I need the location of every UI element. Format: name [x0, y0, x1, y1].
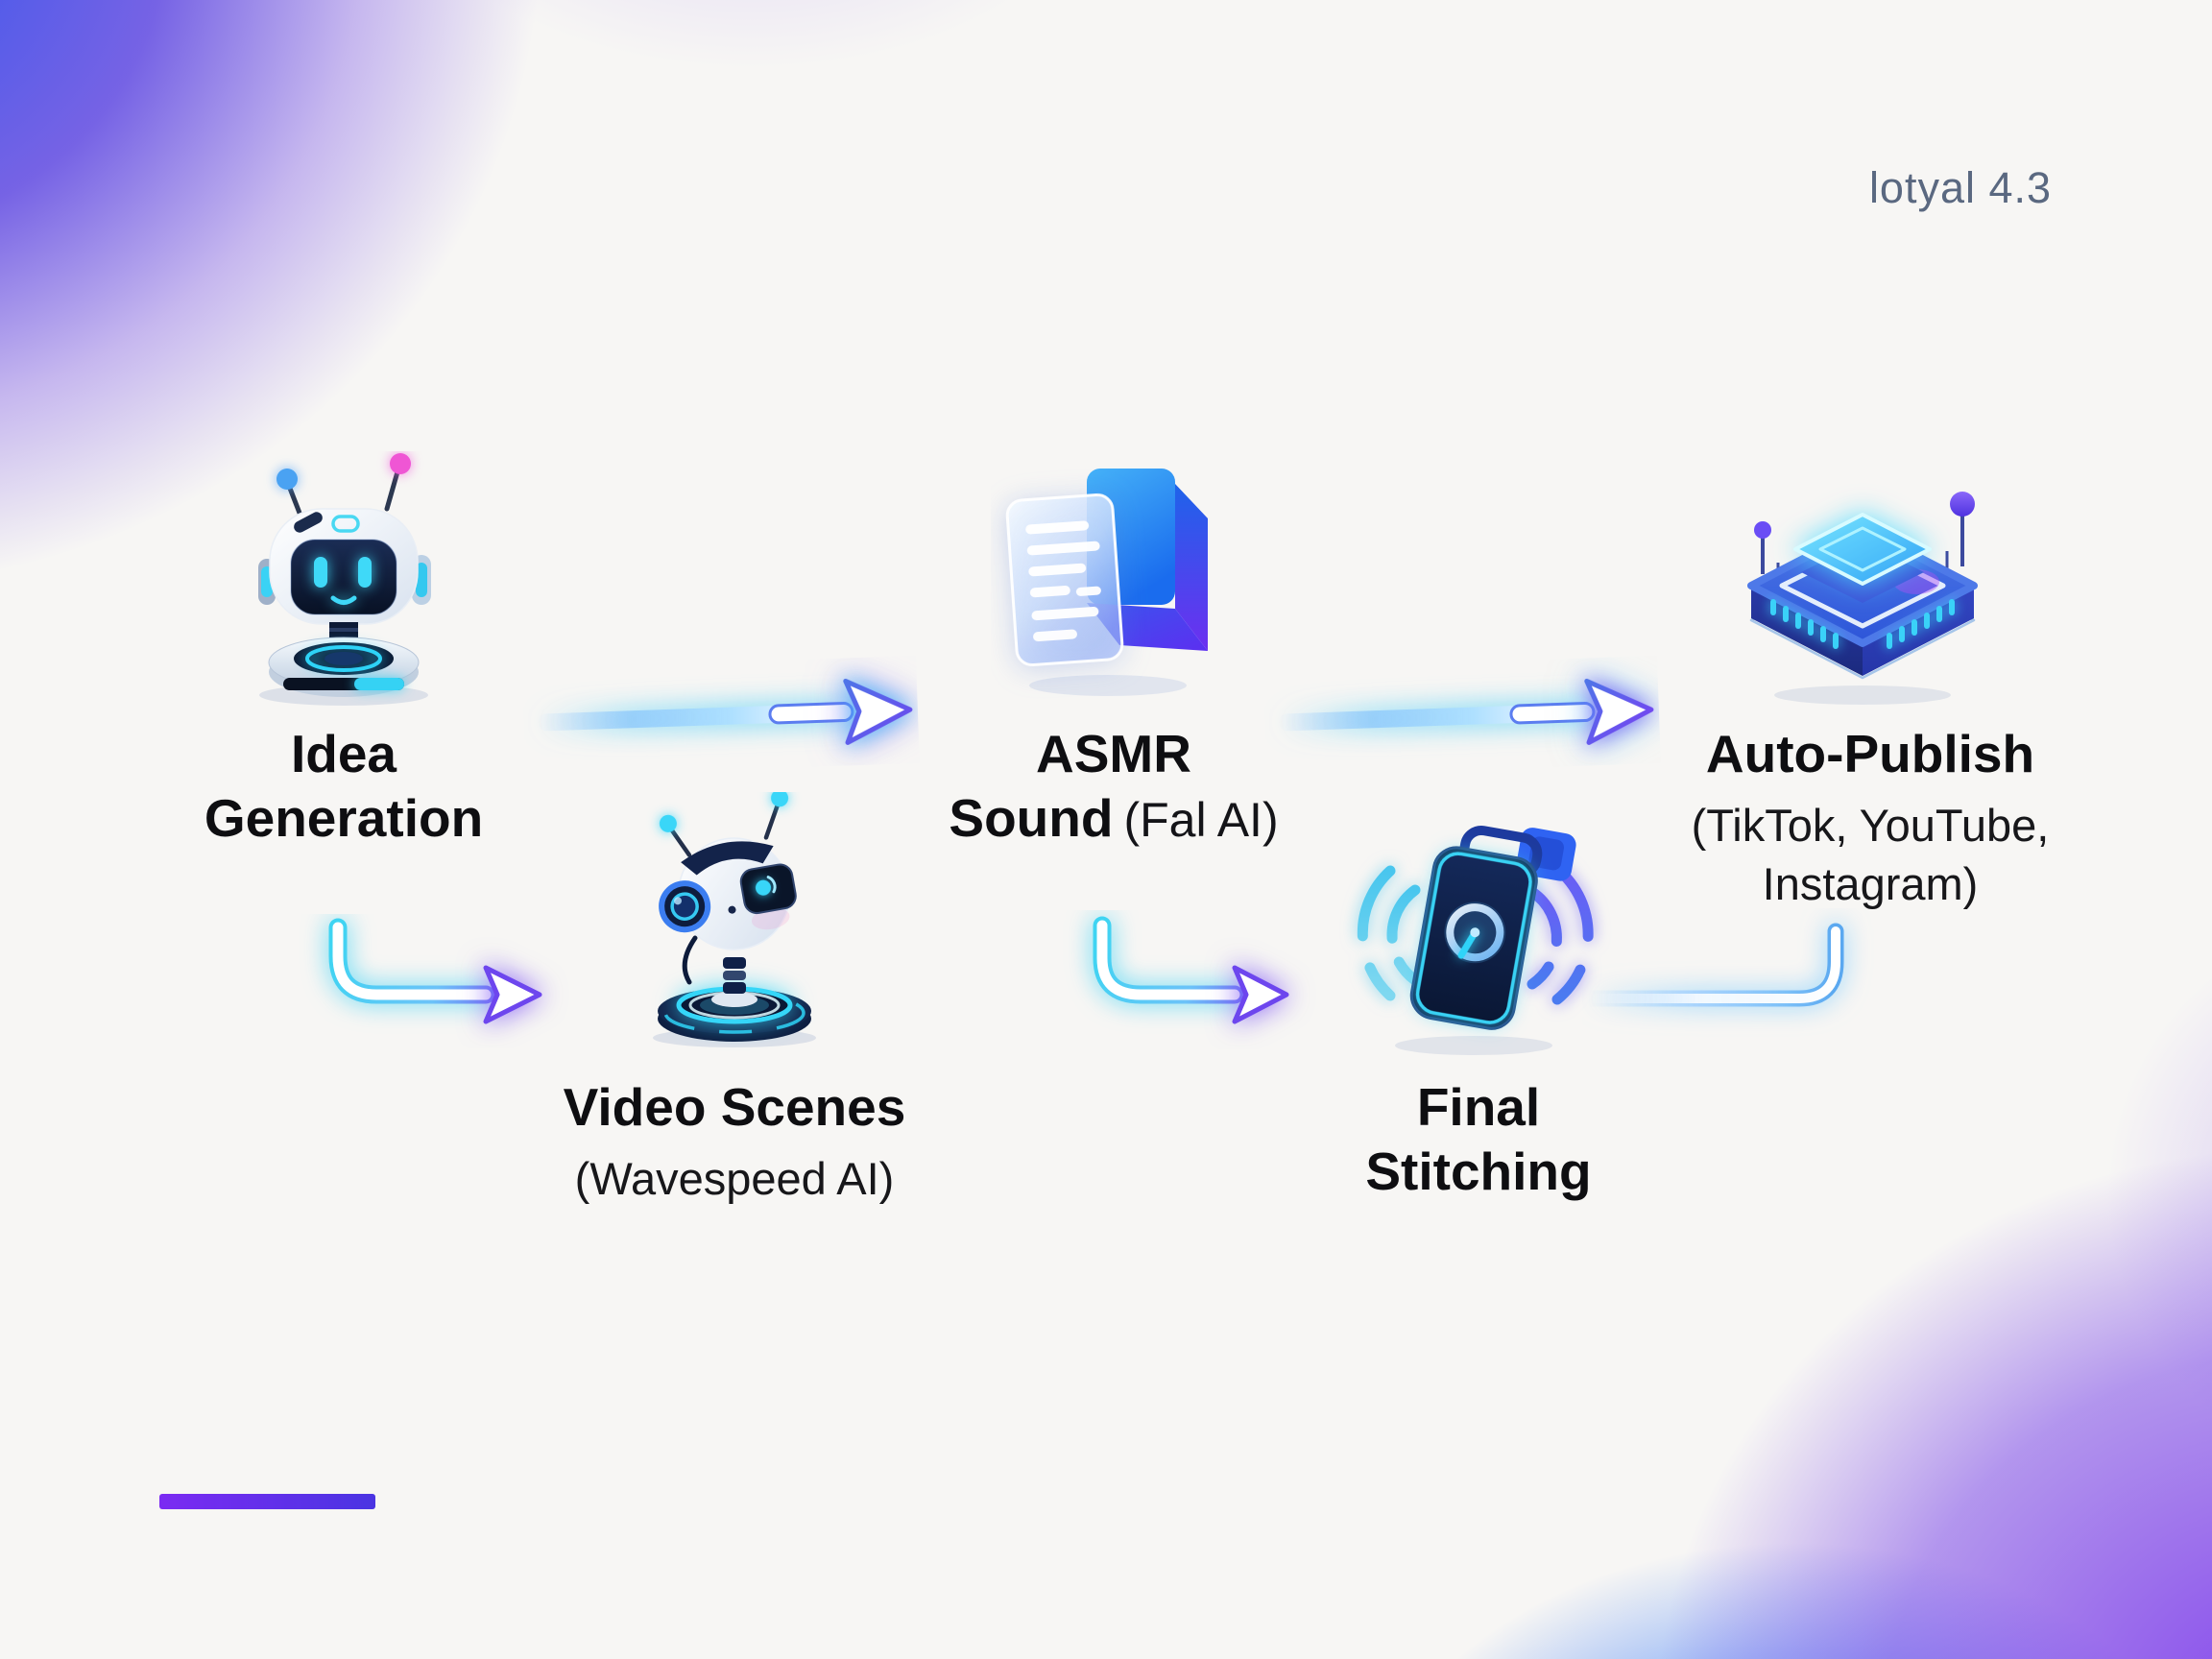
step-title-line: Sound(Fal AI) [949, 788, 1279, 849]
arrow-idea-to-asmr [522, 656, 920, 777]
accent-underline-bar [159, 1494, 375, 1509]
step-label-idea-generation: Idea Generation [204, 722, 483, 851]
step-subtitle: (TikTok, YouTube, Instagram) [1692, 796, 2050, 913]
script-documents-icon [991, 463, 1221, 703]
arrow-idea-to-video [298, 914, 576, 1048]
step-label-asmr-sound: ASMR Sound(Fal AI) [949, 722, 1278, 851]
arrow-video-to-stitching [1058, 910, 1317, 1049]
step-title-line: Video Scenes [563, 1077, 906, 1137]
step-title-line: Stitching [1365, 1142, 1592, 1202]
ai-chip-icon [1728, 470, 1997, 710]
arrow-asmr-to-publish [1263, 656, 1661, 777]
step-label-video-scenes: Video Scenes (Wavespeed AI) [564, 1075, 906, 1208]
mascot-robot-icon [233, 451, 454, 710]
step-subtitle-line: Instagram) [1762, 858, 1979, 910]
step-title-line: ASMR [1036, 724, 1191, 783]
step-title-line: Generation [204, 788, 484, 849]
vibrating-phone-icon [1334, 811, 1613, 1061]
step-subtitle-line: (TikTok, YouTube, [1691, 800, 2050, 852]
step-label-auto-publish: Auto-Publish (TikTok, YouTube, Instagram… [1692, 722, 2050, 913]
arrow-stitching-to-publish [1582, 908, 1889, 1043]
step-label-final-stitching: Final Stitching [1365, 1075, 1591, 1204]
step-title-line: Final [1416, 1077, 1541, 1137]
step-title-line: Auto-Publish [1705, 724, 2035, 783]
camera-robot-icon [624, 792, 845, 1051]
step-subtitle: (Wavespeed AI) [574, 1153, 895, 1205]
watermark-text: lotyal 4.3 [1868, 163, 2053, 212]
step-title-light: (Fal AI) [1123, 793, 1279, 848]
step-title-line: Idea [290, 724, 397, 783]
